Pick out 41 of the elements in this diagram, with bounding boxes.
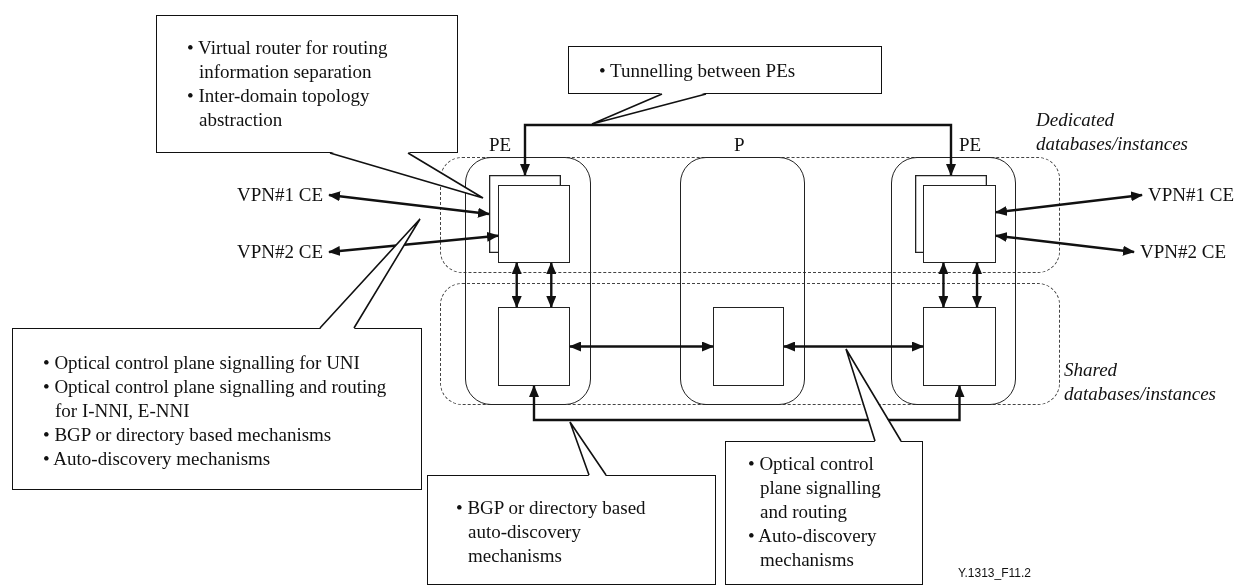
double-arrow — [511, 262, 522, 308]
double-arrow — [529, 385, 965, 422]
instance-box — [923, 185, 996, 263]
bullet-item: • Optical control plane signalling for UNI — [43, 351, 361, 375]
callout-box — [427, 475, 716, 585]
node-label: PE — [959, 133, 982, 157]
instance-box — [923, 307, 996, 386]
endpoint-label: VPN#1 CE — [1148, 183, 1235, 207]
stacked-box-outline — [915, 175, 987, 253]
double-arrow — [995, 232, 1135, 256]
instance-box — [498, 307, 570, 386]
bullet-item: • Auto-discovery mechanisms — [43, 447, 272, 471]
instance-box — [713, 307, 784, 386]
bullet-item: • BGP or directory based mechanisms — [43, 423, 333, 447]
region-label: Dedicated databases/instances — [1036, 108, 1189, 156]
stacked-box-outline — [489, 175, 561, 253]
bullet-item: • Optical control plane signalling and routing for I-NNI, E-NNI — [43, 375, 388, 423]
bullet-item: • BGP or directory based auto-discovery mechanisms — [456, 496, 647, 568]
node-label: P — [734, 133, 745, 157]
double-arrow — [520, 123, 956, 176]
node-label: PE — [489, 133, 512, 157]
double-arrow — [938, 262, 949, 308]
double-arrow — [328, 231, 499, 256]
bullet-item: • Virtual router for routing information separation — [187, 36, 389, 84]
endpoint-label: VPN#2 CE — [237, 240, 324, 264]
endpoint-label: VPN#1 CE — [237, 183, 324, 207]
region-label: Shared databases/instances — [1064, 358, 1217, 406]
callout-box — [725, 441, 923, 585]
double-arrow — [783, 341, 924, 352]
double-arrow — [995, 191, 1143, 216]
endpoint-label: VPN#2 CE — [1140, 240, 1227, 264]
double-arrow — [569, 341, 714, 352]
bullet-item: • Optical control plane signalling and routing — [748, 452, 882, 524]
bullet-item: • Auto-discovery mechanisms — [748, 524, 878, 572]
bullet-item: • Inter-domain topology abstraction — [187, 84, 371, 132]
double-arrow — [972, 262, 982, 308]
double-arrow — [546, 262, 557, 308]
bullet-item: • Tunnelling between PEs — [599, 59, 797, 83]
instance-box — [498, 185, 570, 263]
double-arrow — [328, 191, 490, 218]
figure-id: Y.1313_F11.2 — [958, 566, 1032, 580]
